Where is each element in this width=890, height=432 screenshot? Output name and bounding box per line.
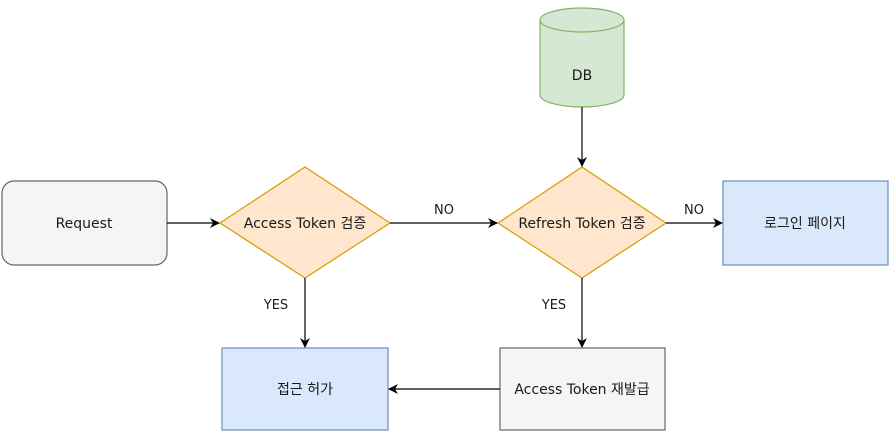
request-node: Request — [1, 180, 168, 266]
edge-label-refresh-no: NO — [684, 203, 704, 218]
access-granted-node: 접근 허가 — [221, 347, 389, 431]
login-page-label: 로그인 페이지 — [764, 216, 846, 232]
db-node: DB — [539, 7, 625, 108]
edge-label-access-no: NO — [434, 203, 454, 218]
db-cylinder-top — [539, 7, 625, 33]
edge-label-refresh-yes: YES — [541, 298, 566, 313]
login-page-node: 로그인 페이지 — [722, 180, 889, 266]
db-label: DB — [572, 68, 592, 84]
reissue-node: Access Token 재발급 — [499, 347, 666, 431]
refresh-token-check-node: Refresh Token 검증 — [496, 166, 668, 279]
request-label: Request — [56, 216, 113, 232]
access-granted-label: 접근 허가 — [277, 382, 333, 398]
db-cylinder-body — [539, 20, 625, 108]
access-token-check-node: Access Token 검증 — [218, 166, 392, 279]
refresh-token-check-label: Refresh Token 검증 — [518, 216, 645, 232]
access-token-check-label: Access Token 검증 — [244, 216, 367, 232]
reissue-label: Access Token 재발급 — [514, 382, 649, 398]
edge-label-access-yes: YES — [263, 298, 288, 313]
